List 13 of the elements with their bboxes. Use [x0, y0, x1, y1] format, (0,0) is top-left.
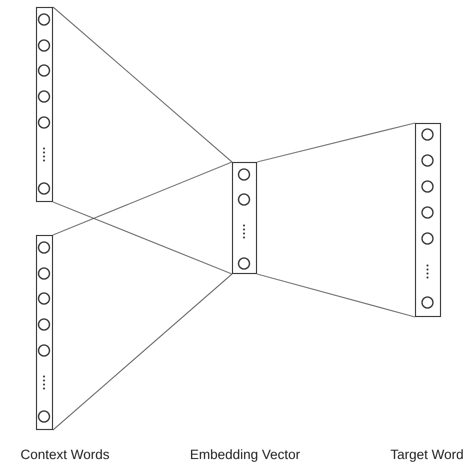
layer-label: Context Words	[19, 447, 111, 462]
layer-label: Target Word	[389, 447, 465, 462]
vector-box	[415, 123, 441, 317]
connector-line	[52, 162, 232, 236]
vector-box	[36, 7, 53, 202]
connector-line	[52, 274, 232, 430]
connector-line	[52, 202, 232, 274]
layer-label: Embedding Vector	[188, 447, 302, 462]
vector-box	[232, 162, 257, 274]
connector-line	[256, 122, 416, 162]
vector-box	[36, 235, 53, 430]
connector-line	[52, 6, 232, 162]
connector-line	[256, 274, 416, 318]
